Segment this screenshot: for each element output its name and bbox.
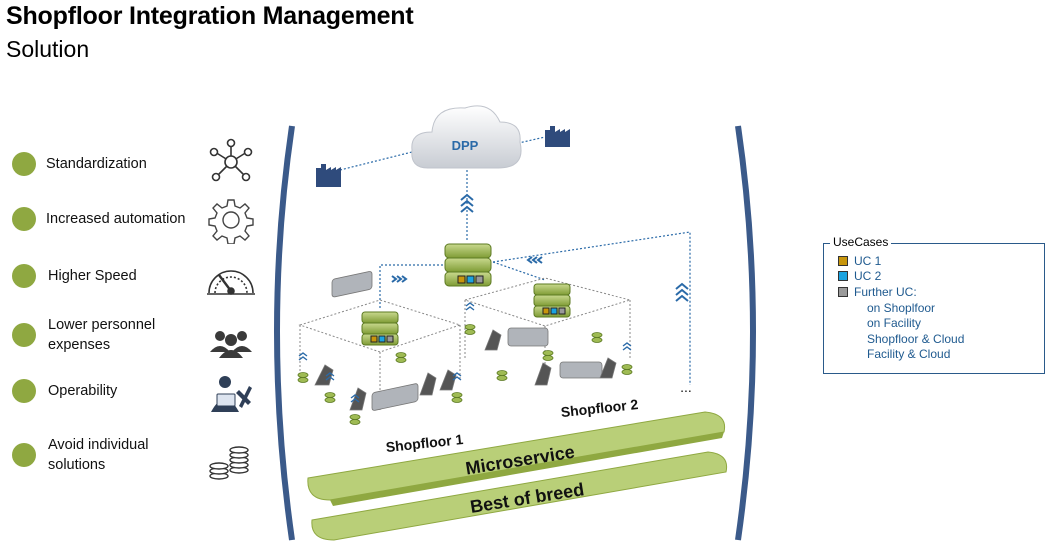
benefit-label: Increased automation xyxy=(46,211,186,227)
gear-icon xyxy=(205,196,257,245)
cloud-label: DPP xyxy=(452,138,479,153)
uc1-swatch xyxy=(838,256,848,266)
further-swatch xyxy=(838,287,848,297)
legend-item-label: Further UC: xyxy=(854,285,917,299)
uc2-swatch xyxy=(838,271,848,281)
benefit-automation: Increased automation xyxy=(12,207,185,231)
legend-sub-item: Shopfloor & Cloud xyxy=(867,332,965,346)
developer-tools-icon xyxy=(205,372,257,420)
factory-icon-left xyxy=(316,164,341,187)
bullet-dot xyxy=(12,264,36,288)
page-title: Shopfloor Integration Management xyxy=(6,2,414,30)
benefit-label: Standardization xyxy=(46,156,147,172)
legend-item-further: Further UC: xyxy=(838,285,917,299)
cloud-icon xyxy=(411,105,522,169)
microservice-layer xyxy=(307,411,726,506)
benefit-personnel: Lower personnel expenses xyxy=(12,315,178,355)
shopfloor-1-server xyxy=(361,311,399,346)
right-bracket xyxy=(735,125,756,541)
legend-sub-item: on Facility xyxy=(867,316,922,330)
legend-sub-item: on Shoplfoor xyxy=(867,301,936,315)
bullet-dot xyxy=(12,207,36,231)
page-subtitle: Solution xyxy=(6,36,90,62)
bullet-dot xyxy=(12,379,36,403)
legend-item-label: UC 1 xyxy=(854,254,882,268)
bullet-dot xyxy=(12,443,36,467)
legend-title: UseCases xyxy=(830,235,892,249)
central-server xyxy=(444,243,492,287)
best-of-breed-layer xyxy=(311,451,728,541)
benefit-label: Avoid individual solutions xyxy=(48,437,149,473)
factory-icon-right xyxy=(545,126,570,147)
bullet-dot xyxy=(12,323,36,347)
network-icon xyxy=(205,138,257,186)
benefit-label: Higher Speed xyxy=(48,268,137,284)
data-store-icons xyxy=(297,324,633,425)
benefit-speed: Higher Speed xyxy=(12,264,137,288)
coins-icon xyxy=(205,440,257,488)
speedometer-icon xyxy=(205,253,257,301)
legend-sub-item: Facility & Cloud xyxy=(867,347,951,361)
people-icon xyxy=(205,318,257,366)
more-shopfloors-label: ... xyxy=(680,379,692,395)
shopfloor-1-machines xyxy=(314,271,457,411)
bullet-dot xyxy=(12,152,36,176)
shopfloor-1-label: Shopfloor 1 xyxy=(385,431,464,455)
benefit-operability: Operability xyxy=(12,379,117,403)
left-bracket xyxy=(274,125,295,541)
legend-item-uc2: UC 2 xyxy=(838,269,881,283)
benefit-label: Operability xyxy=(48,383,118,399)
benefit-individual: Avoid individual solutions xyxy=(12,435,178,475)
legend-item-label: UC 2 xyxy=(854,269,882,283)
shopfloor-2-machines xyxy=(484,327,617,386)
usecases-legend: UseCases UC 1 UC 2 Further UC: on Shoplf… xyxy=(823,235,1045,374)
shopfloor-2-server xyxy=(533,283,571,318)
shopfloor-2-label: Shopfloor 2 xyxy=(560,396,639,420)
benefit-label: Lower personnel expenses xyxy=(48,317,156,353)
legend-item-uc1: UC 1 xyxy=(838,254,881,268)
benefit-standardization: Standardization xyxy=(12,152,147,176)
